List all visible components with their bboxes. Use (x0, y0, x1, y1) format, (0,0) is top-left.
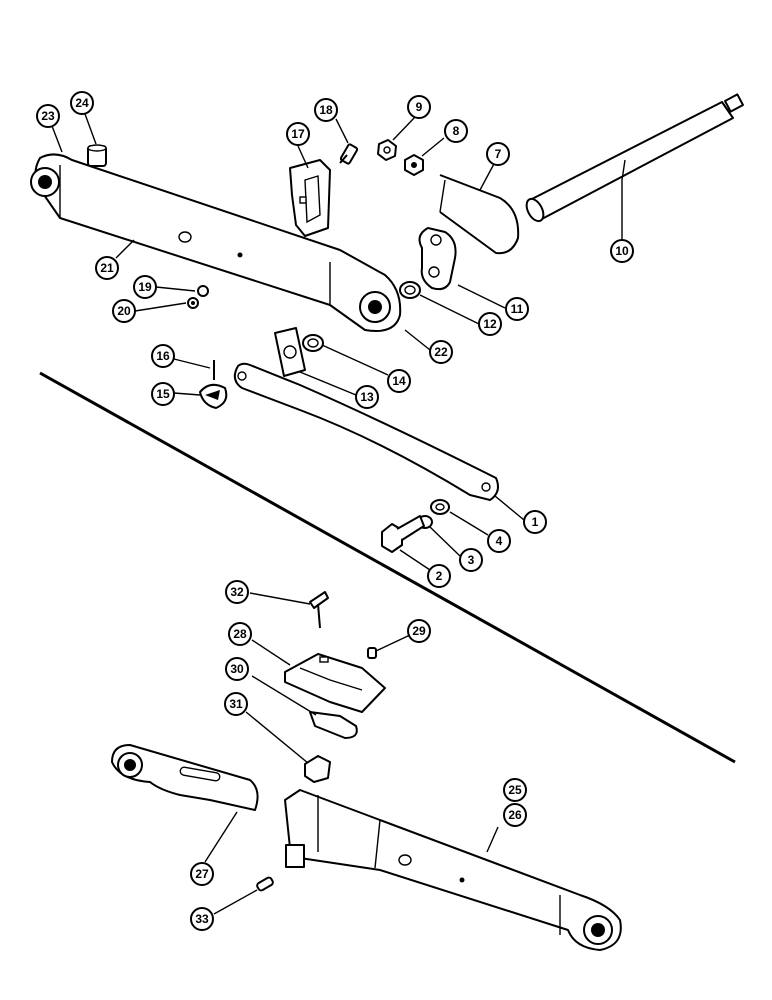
callout-14: 14 (387, 369, 411, 393)
section-divider (39, 371, 736, 764)
nut-8 (404, 154, 424, 176)
callout-28: 28 (228, 622, 252, 646)
callout-7: 7 (486, 142, 510, 166)
callout-23-label: 23 (41, 109, 55, 123)
callout-20-label: 20 (117, 304, 131, 318)
nut-9 (377, 139, 397, 161)
callout-1: 1 (523, 510, 547, 534)
callout-14-label: 14 (392, 374, 406, 388)
callout-9-label: 9 (416, 100, 423, 114)
callout-32: 32 (225, 580, 249, 604)
callout-15-label: 15 (156, 387, 170, 401)
callout-31: 31 (224, 692, 248, 716)
bolt-2 (381, 515, 425, 553)
callout-16-label: 16 (156, 349, 170, 363)
callout-26-label: 26 (508, 808, 522, 822)
bushing (87, 144, 107, 167)
callout-8: 8 (444, 119, 468, 143)
small-block (304, 755, 331, 783)
callout-7-label: 7 (495, 147, 502, 161)
callout-30: 30 (225, 657, 249, 681)
callout-30-label: 30 (230, 662, 244, 676)
callout-13: 13 (355, 385, 379, 409)
leader-lines (51, 113, 626, 915)
callout-29: 29 (407, 619, 431, 643)
bracket-block (284, 653, 386, 713)
callout-1-label: 1 (532, 515, 539, 529)
callout-28-label: 28 (233, 627, 247, 641)
callout-18-label: 18 (319, 103, 333, 117)
callout-12: 12 (478, 312, 502, 336)
spacer-plate (274, 327, 306, 377)
callout-9: 9 (407, 95, 431, 119)
callout-20: 20 (112, 299, 136, 323)
clip (309, 711, 358, 739)
clevis (439, 174, 520, 255)
screw-29 (367, 647, 377, 659)
callout-16: 16 (151, 344, 175, 368)
callout-24-label: 24 (75, 96, 89, 110)
callout-3: 3 (459, 548, 483, 572)
link-plate (418, 227, 457, 291)
callout-4: 4 (487, 529, 511, 553)
grease-fitting (197, 285, 209, 297)
callout-23: 23 (36, 104, 60, 128)
callout-11: 11 (505, 297, 529, 321)
callout-33-label: 33 (195, 912, 209, 926)
lower-link-arm-lower (284, 789, 622, 951)
callout-31-label: 31 (229, 697, 243, 711)
callout-21: 21 (95, 256, 119, 280)
bolt-18 (339, 143, 359, 165)
callout-11-label: 11 (511, 302, 524, 316)
callout-15: 15 (151, 382, 175, 406)
callout-2-label: 2 (436, 569, 443, 583)
t-pin (309, 591, 329, 629)
washer-12 (399, 281, 421, 299)
callout-24: 24 (70, 91, 94, 115)
callout-17-label: 17 (291, 127, 305, 141)
callout-4-label: 4 (496, 534, 503, 548)
callout-10: 10 (610, 239, 634, 263)
callout-3-label: 3 (468, 553, 475, 567)
callout-19: 19 (133, 275, 157, 299)
callout-19-label: 19 (138, 280, 152, 294)
callout-25: 25 (503, 778, 527, 802)
callout-21-label: 21 (100, 261, 114, 275)
stabilizer-end (111, 744, 259, 811)
bracket (289, 159, 331, 237)
washer-4 (430, 499, 450, 515)
callout-32-label: 32 (230, 585, 244, 599)
callout-26: 26 (503, 803, 527, 827)
callout-8-label: 8 (453, 124, 460, 138)
roll-pin (256, 876, 274, 892)
callout-27-label: 27 (195, 867, 209, 881)
shaft (525, 93, 744, 223)
fitting-washer (187, 297, 199, 309)
callout-29-label: 29 (412, 624, 426, 638)
callout-13-label: 13 (360, 390, 374, 404)
callout-33: 33 (190, 907, 214, 931)
callout-12-label: 12 (483, 317, 497, 331)
lower-link-arm (30, 153, 402, 332)
callout-25-label: 25 (508, 783, 522, 797)
washer-14 (302, 334, 324, 352)
stabilizer-strap (233, 362, 499, 501)
callout-18: 18 (314, 98, 338, 122)
callout-22-label: 22 (434, 345, 448, 359)
callout-27: 27 (190, 862, 214, 886)
callout-17: 17 (286, 122, 310, 146)
callout-22: 22 (429, 340, 453, 364)
linchpin (199, 383, 228, 409)
callout-10-label: 10 (615, 244, 629, 258)
callout-2: 2 (427, 564, 451, 588)
